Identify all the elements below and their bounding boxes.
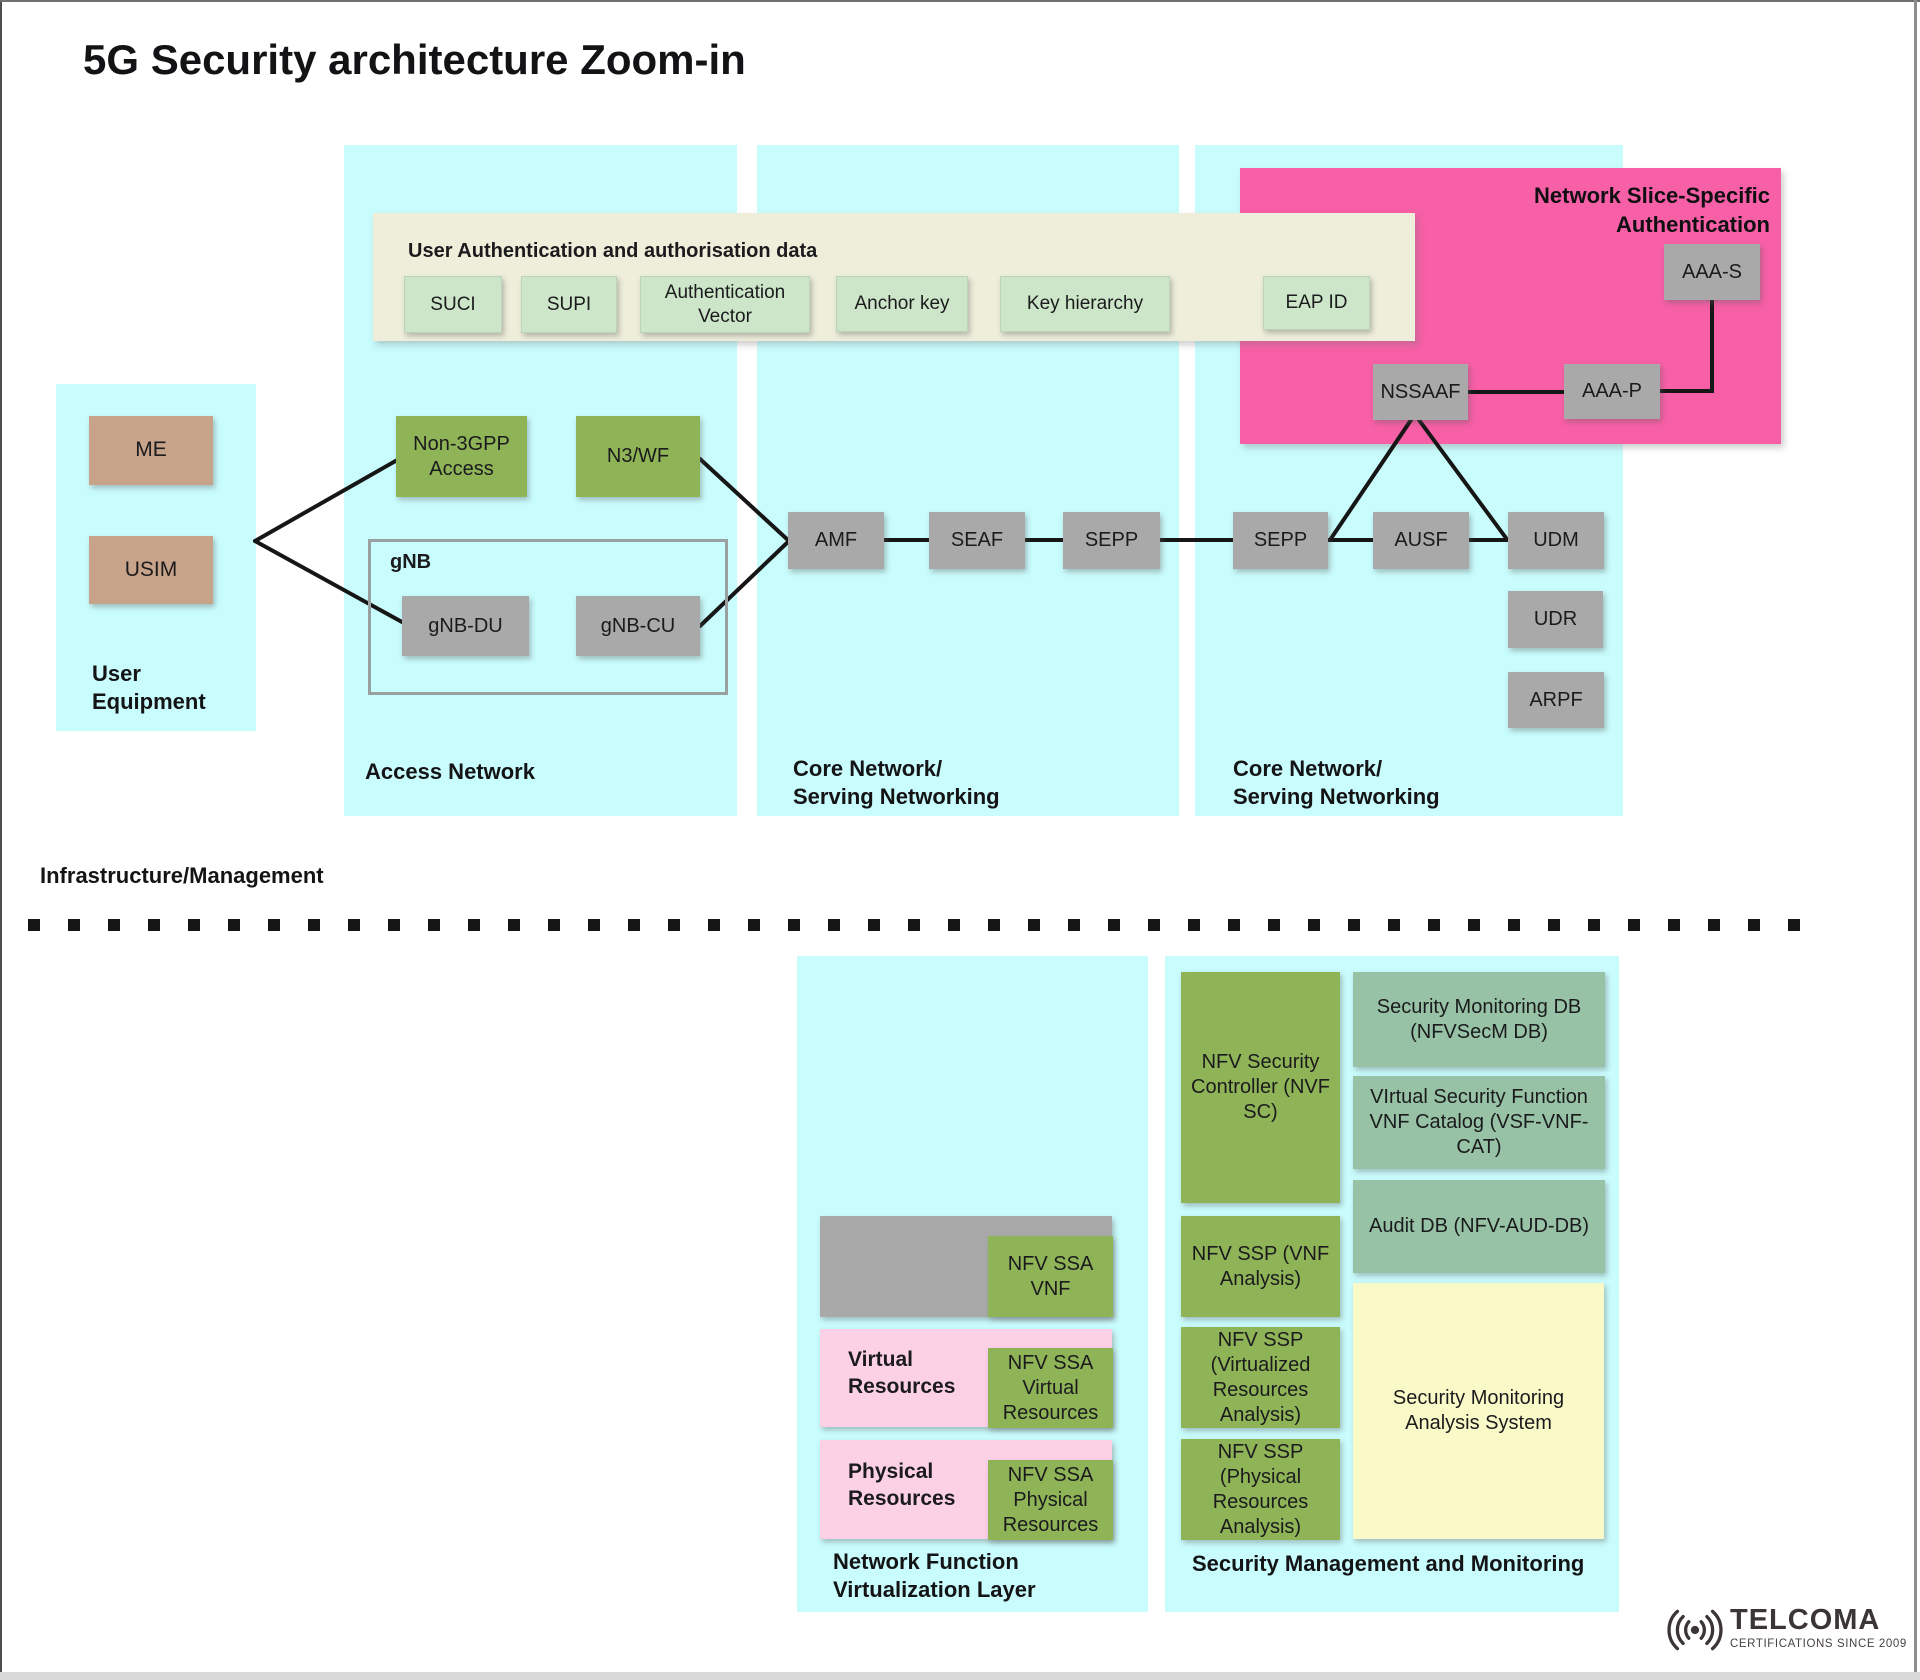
chip-key-hierarchy: Key hierarchy (1000, 276, 1170, 332)
gnb-group-outline (368, 539, 728, 695)
infrastructure-label: Infrastructure/Management (40, 863, 324, 888)
telcoma-logo: TELCOMA CERTIFICATIONS SINCE 2009 (1664, 1606, 1907, 1659)
security-mgmt-label: Security Management and Monitoring (1192, 1551, 1585, 1576)
node-n3wf: N3/WF (576, 416, 700, 497)
node-security-monitoring-analysis: Security Monitoring Analysis System (1353, 1283, 1604, 1539)
radio-waves-icon (1664, 1606, 1726, 1659)
node-me: ME (89, 416, 213, 485)
logo-brand-text: TELCOMA (1730, 1604, 1881, 1636)
virtual-resources-label: Virtual Resources (848, 1348, 956, 1399)
line-gnbcu-amf (698, 539, 791, 628)
node-nfv-ssa-vnf: NFV SSA VNF (988, 1236, 1113, 1317)
line-n3wf-amf (698, 457, 791, 543)
node-nfv-ssp-virtualized: NFV SSP (Virtualized Resources Analysis) (1181, 1327, 1340, 1428)
node-udm: UDM (1508, 512, 1604, 569)
user-equipment-label: User Equipment (92, 661, 206, 715)
node-sepp-2: SEPP (1233, 512, 1328, 569)
node-sepp-1: SEPP (1063, 512, 1160, 569)
window-left-edge (0, 0, 2, 1680)
node-ausf: AUSF (1373, 512, 1469, 569)
node-usim: USIM (89, 536, 213, 604)
node-aaa-p: AAA-P (1564, 364, 1660, 419)
node-gnb-du: gNB-DU (402, 596, 529, 656)
line-ue-gnbdu (253, 539, 404, 624)
node-security-monitoring-db: Security Monitoring DB (NFVSecM DB) (1353, 972, 1605, 1067)
chip-suci: SUCI (404, 276, 502, 333)
node-arpf: ARPF (1508, 672, 1604, 728)
chip-supi: SUPI (521, 276, 617, 333)
page-title: 5G Security architecture Zoom-in (83, 36, 746, 83)
node-udr: UDR (1508, 591, 1603, 648)
node-amf: AMF (788, 512, 884, 569)
line-nssaaf-ausf (1328, 418, 1413, 542)
node-nfv-ssa-virtual: NFV SSA Virtual Resources (988, 1348, 1113, 1428)
node-non3gpp-access: Non-3GPP Access (396, 416, 527, 497)
node-nfv-security-controller: NFV Security Controller (NVF SC) (1181, 972, 1340, 1203)
node-nssaaf: NSSAAF (1373, 364, 1468, 420)
window-top-edge (0, 0, 1920, 2)
slice-auth-panel-label: Network Slice-Specific Authentication (1534, 183, 1770, 237)
chip-anchor-key: Anchor key (836, 276, 968, 332)
dotted-divider (28, 919, 1802, 931)
window-right-edge (1914, 0, 1917, 1680)
gnb-group-label: gNB (390, 551, 432, 573)
line-aaap-aaas (1658, 298, 1714, 393)
node-audit-db: Audit DB (NFV-AUD-DB) (1353, 1180, 1605, 1273)
line-ue-non3gpp (253, 457, 401, 543)
nfv-layer-label: Network Function Virtualization Layer (833, 1549, 1036, 1603)
node-nfv-ssp-physical: NFV SSP (Physical Resources Analysis) (1181, 1439, 1340, 1540)
node-nfv-ssp-vnf: NFV SSP (VNF Analysis) (1181, 1216, 1340, 1317)
core-network-label-1: Core Network/ Serving Networking (793, 756, 1000, 810)
logo-tagline-text: CERTIFICATIONS SINCE 2009 (1730, 1638, 1907, 1650)
node-seaf: SEAF (929, 512, 1025, 569)
node-vsf-vnf-catalog: VIrtual Security Function VNF Catalog (V… (1353, 1076, 1605, 1169)
line-nssaaf-udm (1417, 418, 1508, 540)
physical-resources-label: Physical Resources (848, 1460, 956, 1511)
chip-authentication-vector: Authentication Vector (640, 276, 810, 333)
core-network-label-2: Core Network/ Serving Networking (1233, 756, 1440, 810)
window-bottom-edge (0, 1672, 1920, 1680)
node-gnb-cu: gNB-CU (576, 596, 700, 656)
access-network-label: Access Network (365, 759, 535, 784)
auth-data-panel-title: User Authentication and authorisation da… (408, 240, 818, 262)
node-aaa-s: AAA-S (1664, 244, 1760, 300)
chip-eap-id: EAP ID (1263, 276, 1370, 330)
node-nfv-ssa-physical: NFV SSA Physical Resources (988, 1460, 1113, 1540)
